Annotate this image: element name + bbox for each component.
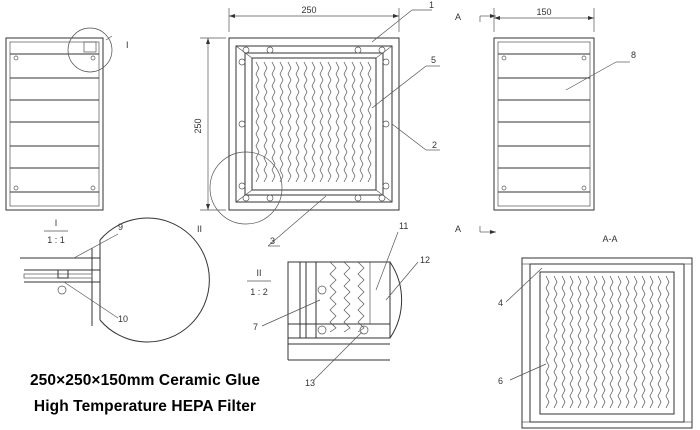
section-a-a-view: A-A 4 6 (498, 234, 693, 429)
callout-1: 1 (429, 0, 434, 10)
callout-9: 9 (118, 222, 123, 232)
left-side-view: I (5, 27, 129, 211)
detail-2-marker: II (197, 224, 202, 234)
detail-2-view: II 1 : 2 11 12 7 13 (247, 221, 430, 388)
right-side-view: 150 8 (493, 7, 636, 211)
front-pleats (255, 61, 372, 183)
callout-10: 10 (118, 314, 128, 324)
callout-3: 3 (270, 236, 275, 246)
callout-12: 12 (420, 255, 430, 265)
height-dimension: 250 (193, 118, 203, 133)
callout-2: 2 (432, 140, 437, 150)
callout-13: 13 (305, 378, 315, 388)
caption-line-1: 250×250×150mm Ceramic Glue (29, 372, 261, 389)
detail-1-view: I 1 : 1 9 10 (20, 217, 210, 343)
callout-11: 11 (399, 221, 408, 231)
caption-line-2: High Temperature HEPA Filter (33, 398, 257, 415)
callout-8: 8 (631, 50, 636, 60)
callout-5: 5 (431, 55, 436, 65)
width-dimension: 250 (301, 5, 316, 15)
section-title: A-A (602, 234, 617, 244)
detail-1-title: I (55, 218, 58, 228)
detail-1-marker: I (126, 40, 129, 50)
detail-2-title: II (256, 268, 261, 278)
depth-dimension: 150 (536, 7, 551, 17)
detail-2-scale: 1 : 2 (250, 287, 268, 297)
detail-1-scale: 1 : 1 (47, 235, 65, 245)
callout-6: 6 (498, 376, 503, 386)
front-view: 250 250 (193, 0, 496, 247)
callout-4: 4 (498, 298, 503, 308)
callout-7: 7 (253, 322, 258, 332)
section-mark-bottom: A (455, 224, 461, 234)
section-mark-top: A (455, 12, 461, 22)
